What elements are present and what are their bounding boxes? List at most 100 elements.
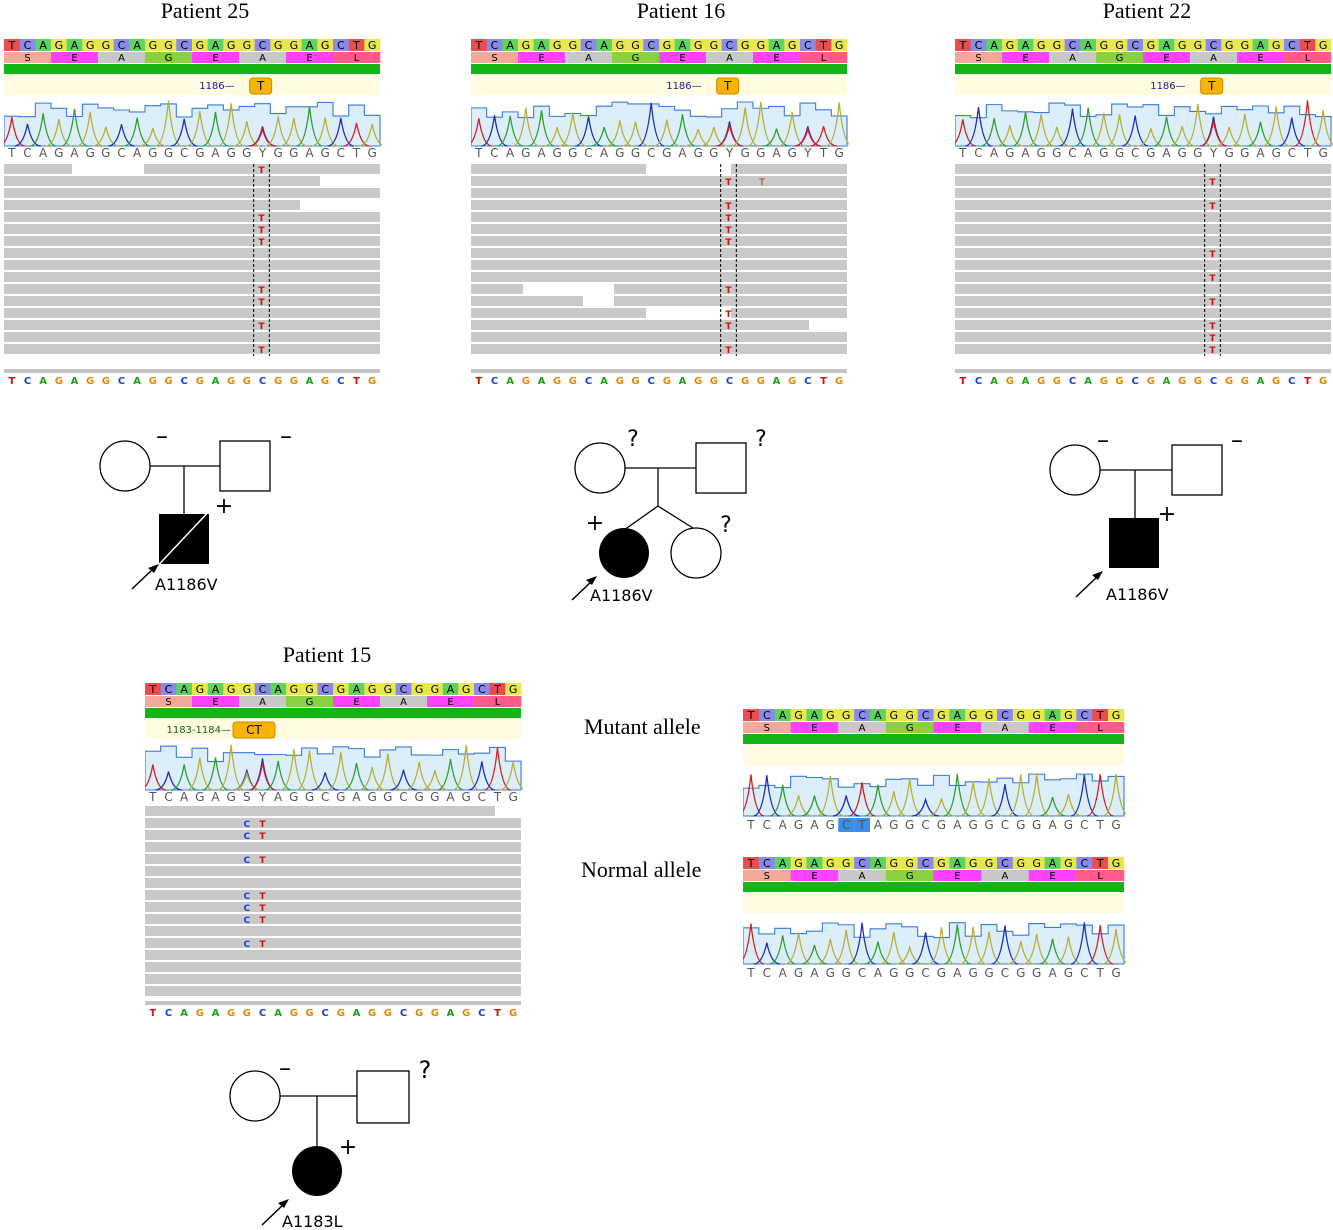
- read-bar: [955, 344, 1331, 354]
- patient-25-title: Patient 25: [160, 0, 250, 23]
- ref-base-cell: [270, 683, 287, 695]
- ref-base-letter: G: [1017, 857, 1026, 870]
- read-bar: [4, 200, 300, 210]
- mismatch-base: T: [1209, 250, 1216, 260]
- ref-base-cell: [98, 39, 114, 51]
- ref-base-letter: G: [102, 39, 111, 52]
- aa-letter: L: [821, 53, 827, 64]
- reference-base: A: [1163, 376, 1171, 387]
- ref-base-letter: G: [243, 39, 252, 52]
- trace-peak: [848, 782, 876, 817]
- trace-base: C: [337, 146, 345, 160]
- aa-cell: [1190, 52, 1238, 63]
- trace-peak: [810, 126, 837, 147]
- aa-letter: E: [353, 697, 359, 708]
- reference-base: A: [990, 376, 998, 387]
- ref-base-letter: T: [1096, 709, 1104, 722]
- variant-base: T: [723, 79, 732, 93]
- ref-base-cell: [82, 39, 99, 51]
- ref-base-letter: C: [726, 39, 734, 52]
- aa-cell: [1028, 870, 1077, 881]
- ref-base-letter: C: [165, 683, 173, 696]
- ref-base-cell: [831, 39, 848, 51]
- trace-peak: [45, 118, 73, 147]
- trace-base: T: [148, 790, 157, 804]
- ref-base-letter: G: [616, 39, 625, 52]
- reference-base: G: [164, 376, 172, 387]
- ref-base-letter: G: [1064, 709, 1073, 722]
- ref-base-letter: C: [118, 39, 126, 52]
- ref-base-cell: [870, 857, 887, 869]
- mismatch-base: C: [244, 820, 251, 830]
- reference-base: G: [757, 376, 765, 387]
- ref-base-letter: C: [647, 39, 655, 52]
- ref-base-cell: [965, 857, 982, 869]
- reference-base: T: [494, 1008, 501, 1019]
- ref-base-letter: C: [1069, 39, 1077, 52]
- ref-base-letter: A: [1084, 39, 1092, 52]
- ref-base-cell: [870, 709, 887, 721]
- trace-peak: [296, 750, 323, 791]
- read-bar: [4, 296, 380, 306]
- ref-base-letter: G: [290, 39, 299, 52]
- mismatch-base: T: [725, 214, 732, 224]
- mismatch-base: T: [259, 940, 266, 950]
- ref-base-cell: [758, 857, 776, 869]
- trace-peak: [249, 126, 276, 147]
- trace-base: G: [1016, 966, 1025, 980]
- ref-base-cell: [301, 683, 318, 695]
- ref-base-cell: [790, 709, 807, 721]
- reference-base: G: [337, 1008, 345, 1019]
- ref-base-letter: C: [24, 39, 32, 52]
- reference-base: T: [353, 376, 360, 387]
- ref-base-cell: [1044, 857, 1061, 869]
- trace-base: G: [1099, 146, 1108, 160]
- trace-base: C: [763, 818, 771, 832]
- ref-base-letter: G: [196, 39, 205, 52]
- trace-peak: [233, 770, 261, 791]
- aa-letter: S: [24, 53, 30, 64]
- ref-base-cell: [317, 39, 334, 51]
- ref-base-letter: A: [1022, 39, 1030, 52]
- aa-letter: A: [259, 697, 266, 708]
- mismatch-base: T: [259, 892, 266, 902]
- trace-base: G: [1032, 818, 1041, 832]
- mismatch-base: T: [725, 286, 732, 296]
- reference-base: G: [616, 376, 624, 387]
- ref-base-cell: [1076, 857, 1093, 869]
- read-bar: [4, 308, 380, 318]
- trace-base: T: [857, 818, 866, 832]
- ref-base-cell: [970, 39, 987, 51]
- trace-base: A: [874, 966, 883, 980]
- trace-base: C: [117, 146, 125, 160]
- aa-letter: G: [906, 871, 914, 882]
- aa-letter: E: [954, 871, 960, 882]
- ref-base-letter: G: [826, 709, 835, 722]
- genotype-father: –: [1231, 426, 1243, 454]
- trace-peak: [390, 769, 417, 791]
- mismatch-base: T: [259, 832, 266, 842]
- read-bar: [471, 272, 847, 282]
- reference-base: A: [1084, 376, 1092, 387]
- ref-base-cell: [145, 39, 161, 51]
- trace-peak: [743, 774, 765, 817]
- trace-peak: [785, 795, 812, 817]
- reference-base: C: [321, 1008, 328, 1019]
- reference-base: G: [553, 376, 561, 387]
- trace-base: A: [1021, 146, 1030, 160]
- ref-base-cell: [533, 39, 550, 51]
- trace-base: G: [336, 790, 345, 804]
- trace-base: C: [478, 790, 486, 804]
- ref-base-letter: G: [509, 683, 518, 696]
- ref-base-cell: [286, 683, 302, 695]
- trace-base: G: [662, 146, 671, 160]
- trace-base: G: [709, 146, 718, 160]
- aa-cell: [885, 870, 934, 881]
- ref-base-cell: [129, 39, 146, 51]
- trace-base: A: [1256, 146, 1265, 160]
- ref-base-letter: G: [1006, 39, 1015, 52]
- ref-base-cell: [822, 857, 839, 869]
- ref-base-letter: A: [874, 709, 882, 722]
- trace-base: C: [1080, 818, 1088, 832]
- trace-peak: [1278, 117, 1306, 147]
